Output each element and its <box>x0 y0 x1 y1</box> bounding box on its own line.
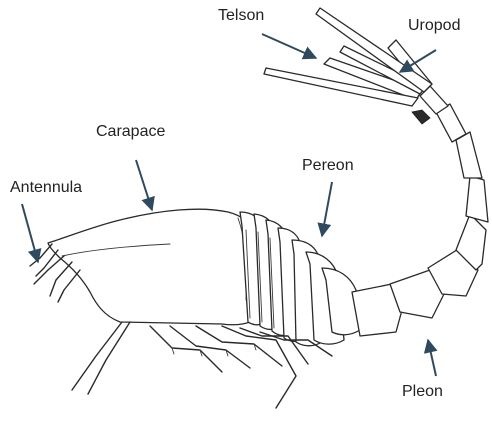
pereon-arrow <box>322 182 332 236</box>
pereon-segments <box>240 212 360 346</box>
label-carapace: Carapace <box>96 123 165 140</box>
telson-arrow <box>262 34 316 58</box>
label-telson: Telson <box>218 7 264 24</box>
label-uropod: Uropod <box>408 17 460 34</box>
antennula-arrow <box>22 204 38 262</box>
label-antennula: Antennula <box>10 179 82 196</box>
pleon-arrow <box>428 340 436 376</box>
pleon-segments <box>352 86 488 336</box>
label-pereon: Pereon <box>302 157 354 174</box>
label-pleon: Pleon <box>402 383 443 400</box>
carapace-shape <box>48 209 261 325</box>
carapace-arrow <box>136 160 152 210</box>
tail-fan <box>264 8 432 124</box>
crustacean-illustration <box>30 8 488 408</box>
